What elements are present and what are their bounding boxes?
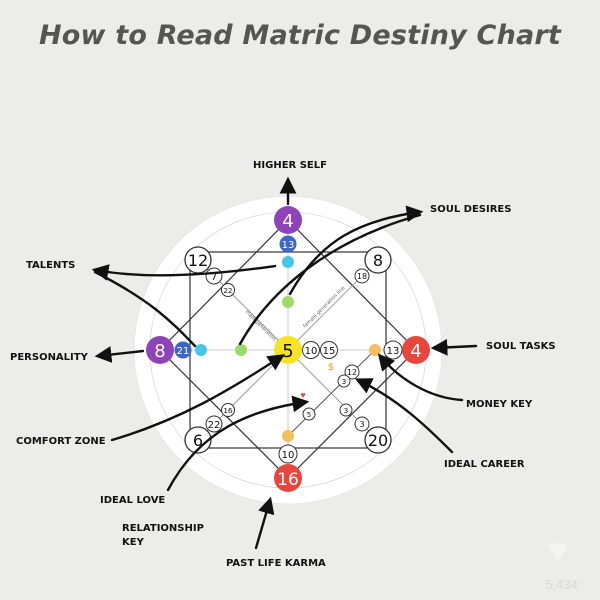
- comfort-zone-label: COMFORT ZONE: [16, 436, 106, 447]
- love-node-3: [339, 403, 353, 417]
- bottom-right-node: [364, 426, 392, 454]
- top-left-inner-2-value: 22: [224, 287, 233, 295]
- money-node-12: [344, 364, 360, 380]
- right-inner-value: 13: [387, 346, 400, 357]
- personality-arrow: [94, 346, 145, 363]
- left-node: [146, 336, 174, 364]
- ideal-career-label: IDEAL CAREER: [444, 459, 525, 470]
- soul-desires-label: SOUL DESIRES: [430, 204, 511, 215]
- relationship-key-label-2: KEY: [122, 537, 145, 548]
- top-node: [274, 206, 302, 234]
- ideal-love-label: IDEAL LOVE: [100, 495, 165, 506]
- top-left-inner-2: [221, 283, 235, 297]
- relationship-key-label-1: RELATIONSHIP: [122, 523, 204, 534]
- like-heart-icon[interactable]: ♥: [547, 532, 568, 570]
- top-green-node: [282, 296, 294, 308]
- bottom-orange-node: [282, 430, 294, 442]
- money-line: [287, 349, 376, 437]
- love-node-5-value: 5: [307, 411, 311, 419]
- bottom-left-inner-1-value: 22: [208, 420, 221, 431]
- higher-self-label: HIGHER SELF: [253, 160, 327, 171]
- money-node-12-value: 12: [347, 368, 357, 377]
- bottom-right-inner: [354, 416, 370, 432]
- soul-desires-arrow: [288, 205, 424, 296]
- bottom-inner-value: 10: [282, 450, 295, 461]
- ideal-love-arrow: [166, 395, 310, 492]
- center-right-node-2: [320, 341, 338, 359]
- right-node-value: 4: [410, 341, 421, 362]
- left-inner-value: 21: [177, 346, 190, 357]
- bottom-left-inner-2-value: 16: [224, 407, 233, 415]
- top-inner-value: 13: [282, 240, 295, 251]
- center-right-node-1: [302, 341, 320, 359]
- bottom-left-inner-2: [221, 403, 235, 417]
- comfort-zone-arrow: [110, 354, 285, 442]
- bottom-node-value: 16: [277, 470, 299, 490]
- center-right-value-2: 15: [323, 346, 336, 357]
- talents-label: TALENTS: [26, 260, 75, 271]
- love-node-3-value: 3: [344, 407, 348, 415]
- soul-desires-arrow-2: [238, 213, 422, 346]
- money-key-label: MONEY KEY: [466, 399, 533, 410]
- top-right-inner: [354, 268, 370, 284]
- left-node-value: 8: [154, 341, 165, 362]
- talents-arrow-2: [93, 270, 197, 348]
- bottom-right-inner-value: 3: [359, 420, 364, 429]
- center-node-value: 5: [282, 341, 293, 362]
- talents-arrow-1: [91, 264, 277, 281]
- bottom-left-value: 6: [193, 431, 203, 450]
- bottom-left-inner-1: [205, 415, 223, 433]
- money-node-3: [337, 374, 351, 388]
- top-left-inner-1-value: 7: [211, 272, 217, 283]
- dollar-sign: $: [328, 362, 334, 373]
- top-right-value: 8: [373, 251, 383, 270]
- top-right-node: [364, 246, 392, 274]
- money-key-arrow: [377, 353, 464, 402]
- right-node: [402, 336, 430, 364]
- left-green-node: [235, 344, 247, 356]
- personality-label: PERSONALITY: [10, 352, 89, 363]
- page-title: How to Read Matric Destiny Chart: [38, 20, 562, 51]
- soul-tasks-label: SOUL TASKS: [486, 341, 556, 352]
- like-count: 5,434: [545, 577, 578, 592]
- top-left-value: 12: [188, 251, 208, 270]
- soul-tasks-arrow: [430, 338, 478, 356]
- ideal-career-arrow: [354, 378, 454, 454]
- bottom-node: [274, 464, 302, 492]
- top-inner-node: [279, 235, 297, 253]
- heart-icon: ♥: [300, 390, 305, 400]
- past-life-karma-arrow: [254, 496, 275, 550]
- past-life-karma-label: PAST LIFE KARMA: [226, 558, 326, 569]
- right-orange-node: [369, 344, 381, 356]
- money-node-3-value: 3: [342, 378, 346, 386]
- top-cyan-node: [282, 256, 294, 268]
- left-inner-node: [174, 341, 192, 359]
- left-cyan-node: [195, 344, 207, 356]
- bottom-right-value: 20: [368, 431, 388, 450]
- top-node-value: 4: [282, 211, 293, 232]
- top-right-inner-value: 18: [357, 272, 367, 281]
- bottom-left-node: [184, 426, 212, 454]
- bottom-inner-node: [278, 444, 298, 464]
- center-right-value-1: 10: [305, 346, 318, 357]
